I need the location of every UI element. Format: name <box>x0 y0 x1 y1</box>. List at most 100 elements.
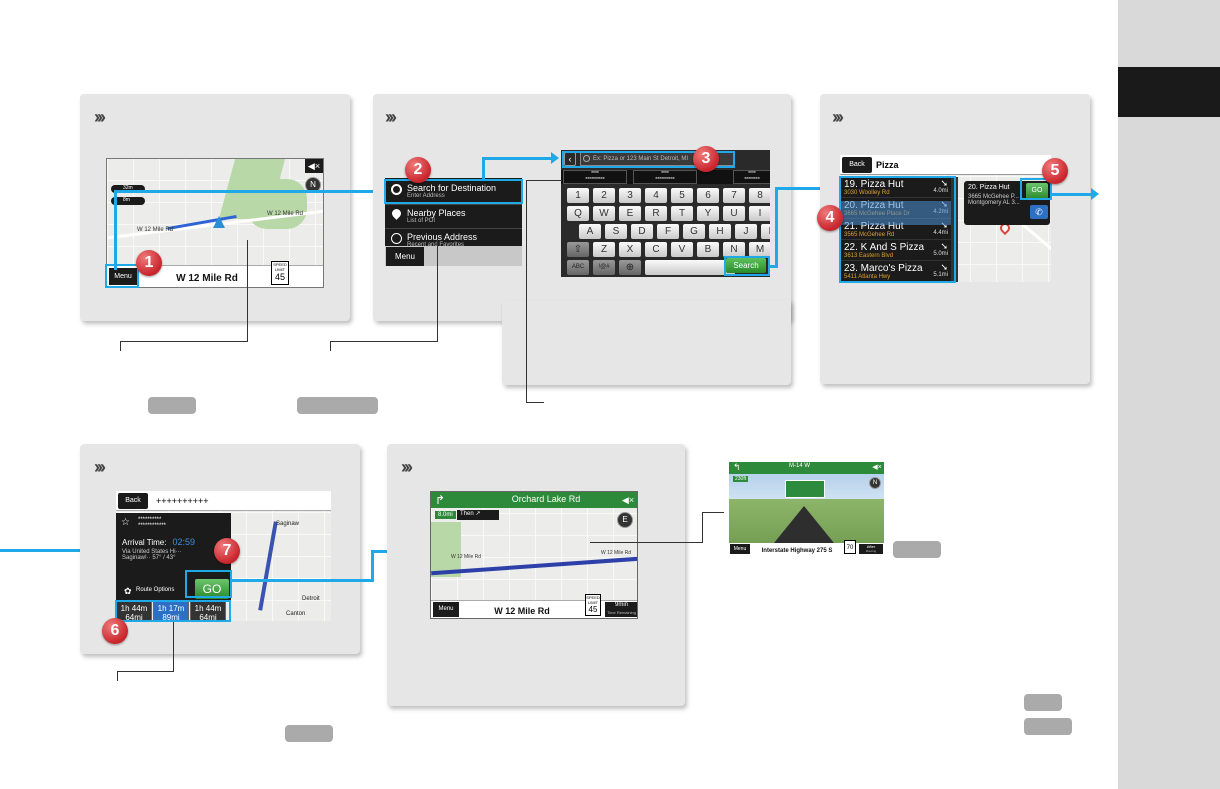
key-g[interactable]: G <box>683 224 705 239</box>
abc-key[interactable]: ABC <box>567 260 589 275</box>
mute-button[interactable]: ◀× <box>870 462 884 474</box>
key-q[interactable]: Q <box>567 206 589 221</box>
menu-button[interactable]: Menu <box>433 602 459 617</box>
callout-line <box>437 240 438 342</box>
menu-item-search[interactable]: Search for Destination Enter Address <box>385 180 522 202</box>
key-4[interactable]: 4 <box>645 188 667 203</box>
after-label: After <box>866 544 876 549</box>
globe-icon[interactable]: ⊕ <box>619 260 641 275</box>
arrival-time: 02:59 <box>172 537 195 547</box>
route-time: 1h 17m <box>157 604 185 613</box>
eta-value: 9min <box>614 602 628 608</box>
key-y[interactable]: Y <box>697 206 719 221</box>
key-7[interactable]: 7 <box>723 188 745 203</box>
key-m[interactable]: M <box>749 242 770 257</box>
placeholder-pill <box>297 397 378 414</box>
menu-item-subtitle: Recent and Favorites <box>407 242 465 248</box>
chevron-icon: ››› <box>385 107 397 127</box>
panel-search-extension <box>502 300 791 385</box>
key-t[interactable]: T <box>671 206 693 221</box>
compass-icon[interactable]: N <box>869 477 881 489</box>
suggestion-item[interactable]: **** ******** <box>733 170 770 184</box>
back-button[interactable]: Back <box>118 493 148 509</box>
key-b[interactable]: B <box>697 242 719 257</box>
callout-line <box>526 180 562 181</box>
result-name: 22. K And S Pizza <box>844 242 925 253</box>
bottom-bar <box>107 265 323 287</box>
flow-arrow <box>775 187 831 190</box>
key-d[interactable]: D <box>631 224 653 239</box>
result-address: 5411 Atlanta Hwy <box>844 274 891 280</box>
compass-icon[interactable]: N <box>305 177 321 193</box>
key-f[interactable]: F <box>657 224 679 239</box>
space-key[interactable] <box>645 260 735 275</box>
eta-box[interactable]: 9min Time Remaining <box>605 602 637 617</box>
step-badge: 6 <box>102 618 128 644</box>
search-button[interactable]: Search <box>726 258 766 273</box>
popup-address: Montgomery AL 3... <box>968 200 1020 206</box>
symbol-key[interactable]: !@# <box>593 260 615 275</box>
key-v[interactable]: V <box>671 242 693 257</box>
key-i[interactable]: I <box>749 206 770 221</box>
key-c[interactable]: C <box>645 242 667 257</box>
result-highlight-row <box>840 201 951 225</box>
key-s[interactable]: S <box>605 224 627 239</box>
key-h[interactable]: H <box>709 224 731 239</box>
key-r[interactable]: R <box>645 206 667 221</box>
result-address: 3565 McGehee Rd <box>844 232 895 238</box>
back-button[interactable]: Back <box>842 157 872 173</box>
go-button[interactable]: GO <box>1026 183 1048 199</box>
menu-button[interactable]: Menu <box>386 247 424 266</box>
menu-button[interactable]: Menu <box>109 268 137 285</box>
street-name: W 12 Mile Rd <box>176 273 238 284</box>
direction-arrow-icon: ➘ <box>940 262 948 272</box>
key-k[interactable]: K <box>761 224 770 239</box>
after-box[interactable]: After Routing <box>859 544 883 554</box>
placeholder-pill <box>285 725 333 742</box>
search-input-highlight <box>562 151 735 168</box>
route-title: ++++++++++ <box>156 496 209 506</box>
key-e[interactable]: E <box>619 206 641 221</box>
turn-arrow-icon: ↱ <box>435 493 446 507</box>
key-8[interactable]: 8 <box>749 188 770 203</box>
junction-road: M-14 W <box>789 463 810 469</box>
compass-icon[interactable]: E <box>617 512 633 528</box>
go-button[interactable]: GO <box>195 579 229 599</box>
key-x[interactable]: X <box>619 242 641 257</box>
route-header <box>116 491 331 511</box>
flow-arrow <box>114 190 380 193</box>
suggestion-item[interactable]: **** ********** <box>563 170 627 184</box>
menu-item-previous[interactable]: Previous Address Recent and Favorites <box>385 228 522 250</box>
placeholder-pill <box>1024 694 1062 711</box>
route-options-button[interactable]: Route Options <box>136 587 175 593</box>
key-w[interactable]: W <box>593 206 615 221</box>
menu-button[interactable]: Menu <box>730 544 750 554</box>
key-6[interactable]: 6 <box>697 188 719 203</box>
speed-limit-sign: 70 <box>844 540 856 554</box>
key-1[interactable]: 1 <box>567 188 589 203</box>
key-5[interactable]: 5 <box>671 188 693 203</box>
result-name: 23. Marco's Pizza <box>844 263 923 274</box>
flow-arrow <box>232 579 372 582</box>
key-row-qwerty: QWERTYUIOP <box>567 206 770 221</box>
route-info-card: ☆ ********** ************ Arrival Time: … <box>116 513 231 601</box>
suggestion-item[interactable]: **** ********** <box>633 170 697 184</box>
mute-button[interactable]: ◀× <box>305 159 323 173</box>
key-n[interactable]: N <box>723 242 745 257</box>
menu-item-nearby[interactable]: Nearby Places List of POI <box>385 204 522 226</box>
callout-line <box>330 341 331 351</box>
key-a[interactable]: A <box>579 224 601 239</box>
key-z[interactable]: Z <box>593 242 615 257</box>
speed-sign-label: SPEED LIMIT <box>273 262 287 272</box>
key-3[interactable]: 3 <box>619 188 641 203</box>
phone-button[interactable]: ✆ <box>1030 205 1048 219</box>
search-icon <box>391 184 402 195</box>
shift-key[interactable]: ⇧ <box>567 242 589 257</box>
mute-button[interactable]: ◀× <box>619 492 637 508</box>
key-u[interactable]: U <box>723 206 745 221</box>
key-2[interactable]: 2 <box>593 188 615 203</box>
key-j[interactable]: J <box>735 224 757 239</box>
